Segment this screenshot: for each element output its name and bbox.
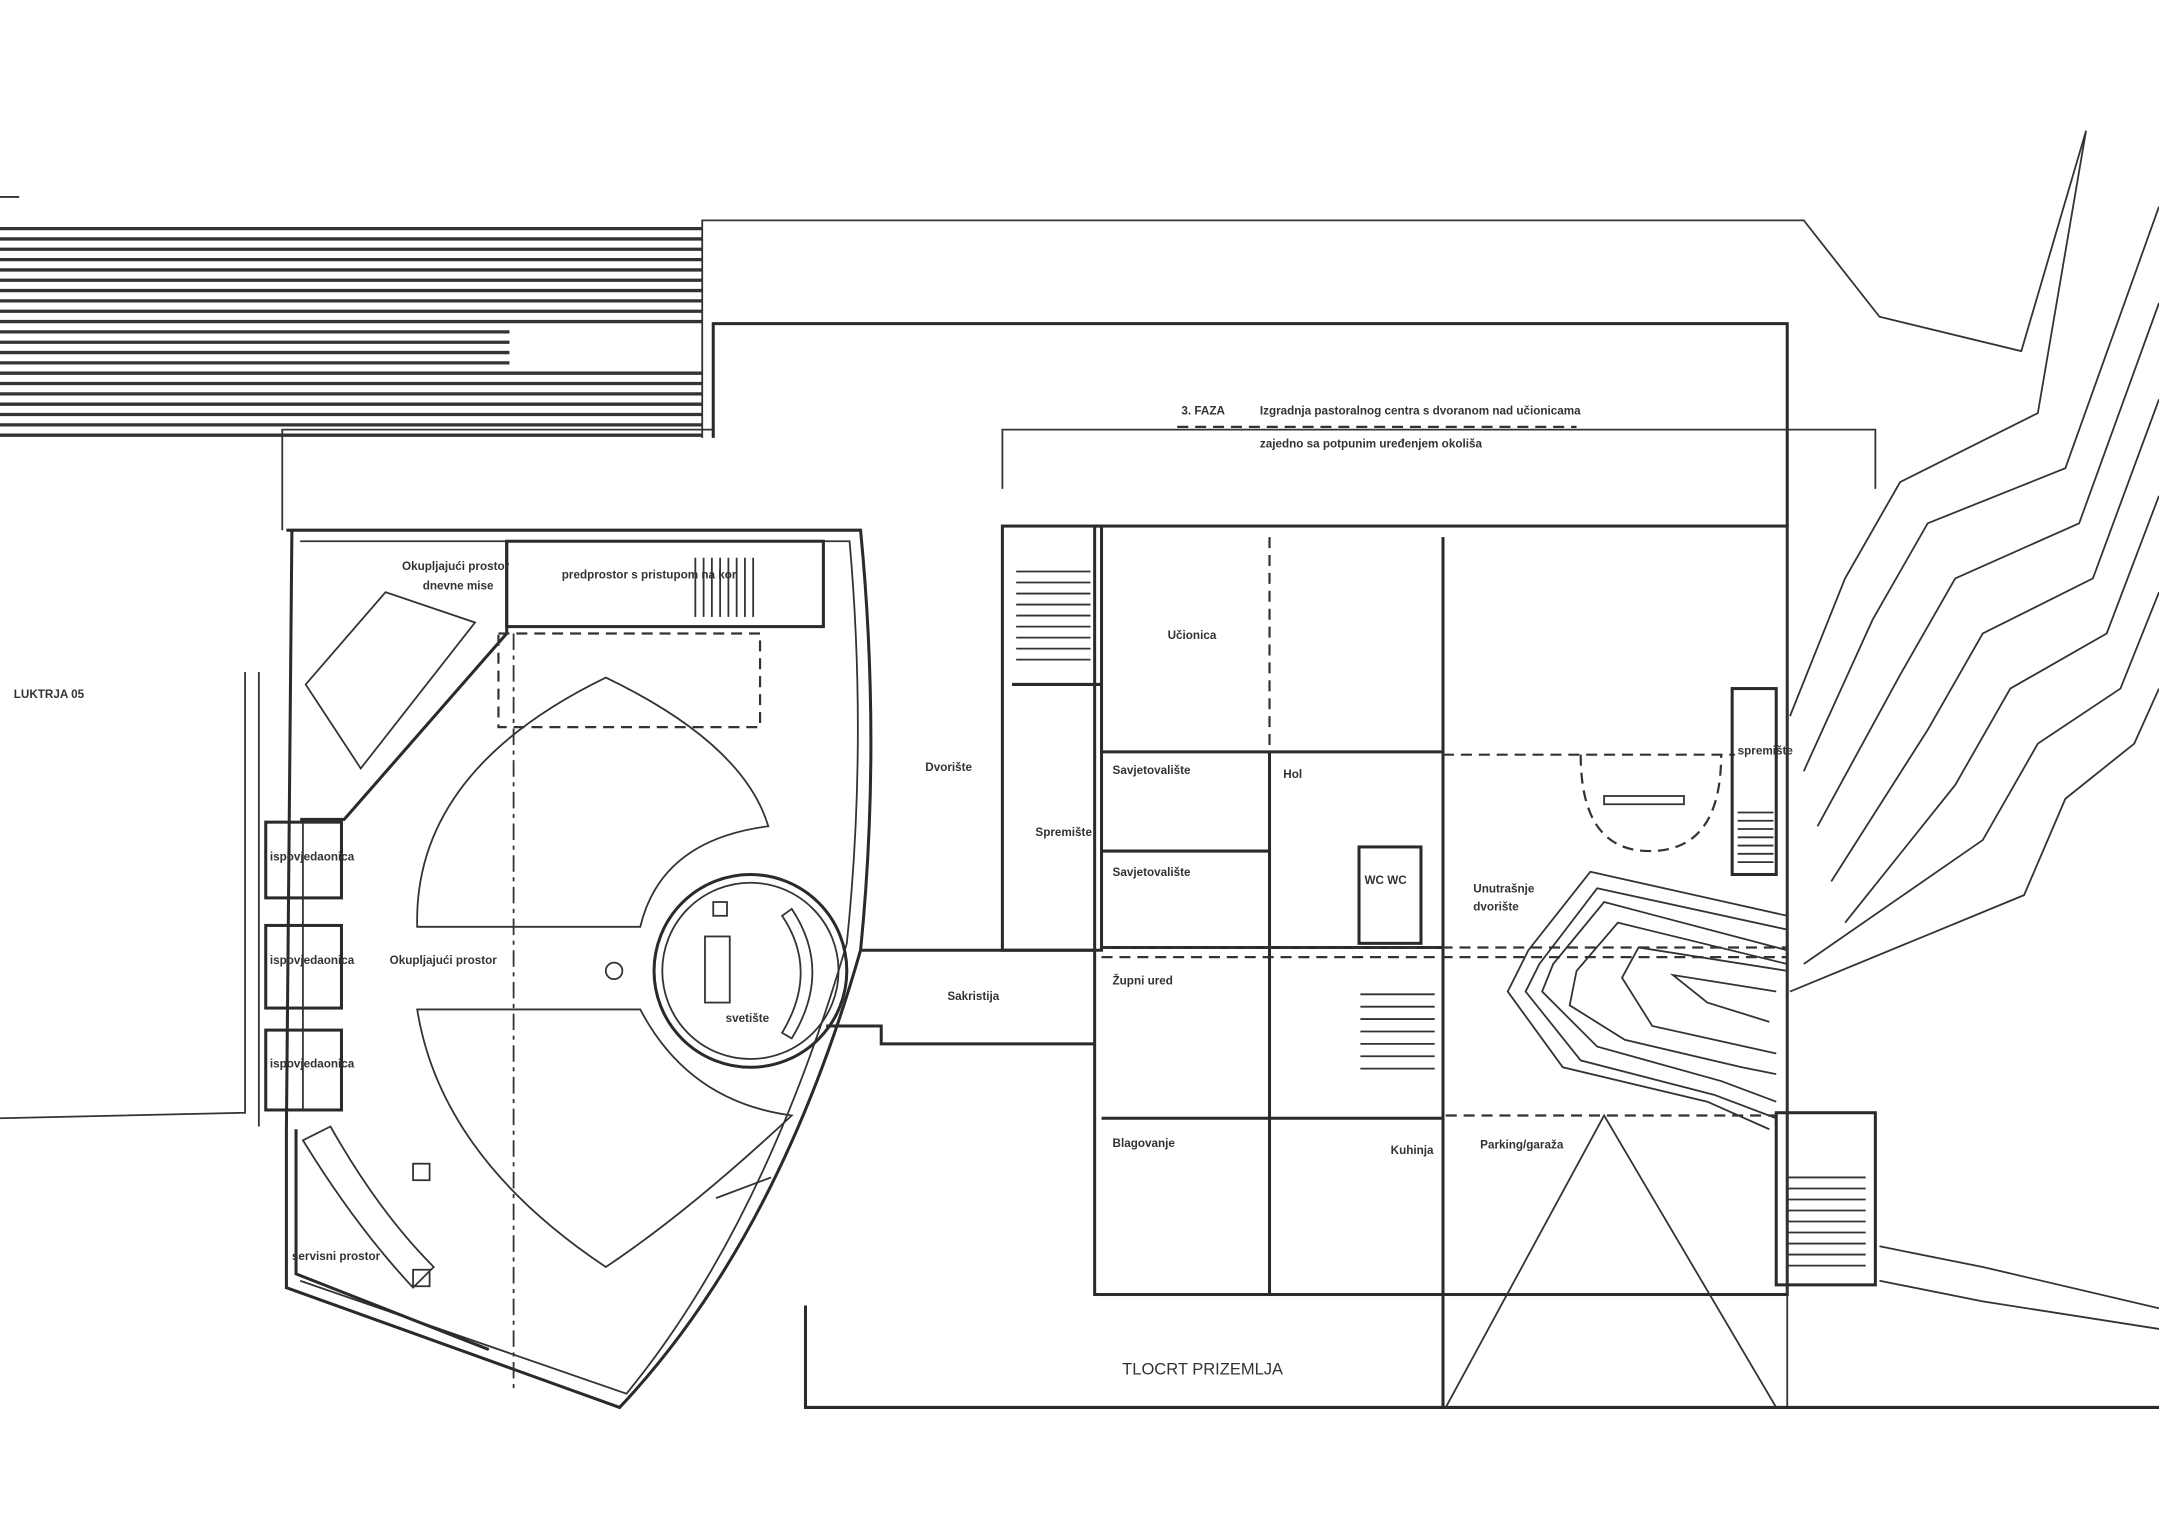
- plaza-outline-left: [281, 428, 714, 531]
- phase-3-outline: [1001, 428, 1877, 489]
- left-boundary: [0, 672, 246, 1120]
- plaza-outline: [711, 322, 1789, 527]
- room-label: Dvorište: [925, 761, 972, 774]
- contour-line: [1506, 870, 1788, 1131]
- terrain-contours: [1506, 130, 2159, 1131]
- room-label: ispovjedaonica: [270, 954, 355, 967]
- room-label: Spremište: [1035, 826, 1092, 839]
- dashed-apse: [1579, 754, 1723, 853]
- contour-line: [1844, 495, 2159, 924]
- choir-outline: [497, 632, 762, 729]
- exterior-stair-block: [1774, 1111, 1877, 1287]
- church-outer-wall: [284, 528, 873, 1410]
- room-label: ispovjedaonica: [270, 851, 355, 864]
- room-label: Savjetovalište: [1113, 764, 1191, 777]
- side-entrance: [715, 1176, 772, 1199]
- road-line: [1879, 1245, 2159, 1310]
- room-label: Sakristija: [947, 990, 999, 1003]
- room-label: servisni prostor: [292, 1250, 381, 1263]
- room-label: Okupljajući prostor: [390, 954, 498, 967]
- gathering-room-wall: [300, 541, 509, 821]
- stair-block: [1000, 524, 1104, 952]
- service-wall: [294, 1129, 490, 1352]
- column: [412, 1162, 431, 1182]
- drawing-title: TLOCRT PRIZEMLJA: [1122, 1359, 1283, 1378]
- contour-line: [1541, 901, 1788, 1103]
- contour-line: [1816, 302, 2159, 827]
- contour-line: [1789, 688, 2159, 993]
- room-label: Unutrašnje: [1473, 882, 1535, 895]
- altar: [704, 935, 731, 1004]
- stairs-curved: [301, 1125, 435, 1289]
- room-label: Okupljajući prostor: [402, 560, 510, 573]
- room-label: Blagovanje: [1113, 1137, 1176, 1150]
- nave-seating-lower: [416, 1008, 794, 1269]
- contour-line: [1524, 887, 1788, 1120]
- font: [604, 961, 624, 981]
- column: [712, 901, 728, 917]
- site-boundary: [701, 130, 2087, 438]
- corridor-wall-bottom: [826, 1024, 1095, 1046]
- phase-description-1: Izgradnja pastoralnog centra s dvoranom …: [1260, 405, 1581, 418]
- stairs: [694, 557, 1866, 1267]
- room-label: Učionica: [1168, 629, 1217, 642]
- contour-line: [1669, 973, 1777, 1023]
- contour-line: [1620, 946, 1788, 1055]
- room-label: Parking/garaža: [1480, 1139, 1564, 1152]
- road-line-2: [1879, 1279, 2159, 1330]
- room-label: Hol: [1283, 768, 1302, 781]
- room-label: Savjetovalište: [1113, 866, 1191, 879]
- phase-number: 3. FAZA: [1181, 405, 1225, 418]
- room-label: spremište: [1738, 745, 1794, 758]
- contour-line: [1803, 591, 2159, 965]
- confessionals: [264, 820, 343, 1112]
- side-note: LUKTRJA 05: [14, 688, 85, 701]
- church-inner-wall: [299, 540, 859, 1395]
- room-label: dvorište: [1473, 900, 1519, 913]
- vestibule: [505, 539, 825, 629]
- room-label: svetište: [726, 1012, 770, 1025]
- bottom-boundary: [803, 1305, 2159, 1409]
- contour-line: [1802, 206, 2159, 772]
- contour-line: [1568, 921, 1788, 1076]
- room-label: WC WC: [1365, 874, 1408, 887]
- phase-description-2: zajedno sa potpunim uređenjem okoliša: [1260, 438, 1483, 451]
- right-stair-block: [1730, 687, 1778, 876]
- room-label: predprostor s pristupom na kor: [562, 568, 737, 581]
- ambo: [780, 907, 814, 1040]
- wc-block: [1357, 845, 1423, 945]
- parking-ramp: [1444, 1113, 1777, 1408]
- room-label: dnevne mise: [423, 579, 494, 592]
- room-label: Župni ured: [1113, 975, 1173, 988]
- terrain-hatching: [0, 226, 703, 437]
- room-label: Kuhinja: [1391, 1144, 1434, 1157]
- column: [412, 1268, 431, 1288]
- sanctuary-apse: [652, 872, 849, 1069]
- room-label: ispovjedaonica: [270, 1057, 355, 1070]
- contour-line: [1789, 130, 2087, 717]
- gathering-room-seating: [304, 591, 477, 770]
- contour-line: [1830, 399, 2159, 882]
- table: [1603, 795, 1685, 806]
- sanctuary-apse-inner: [661, 881, 840, 1060]
- nave-seating-upper: [416, 676, 770, 928]
